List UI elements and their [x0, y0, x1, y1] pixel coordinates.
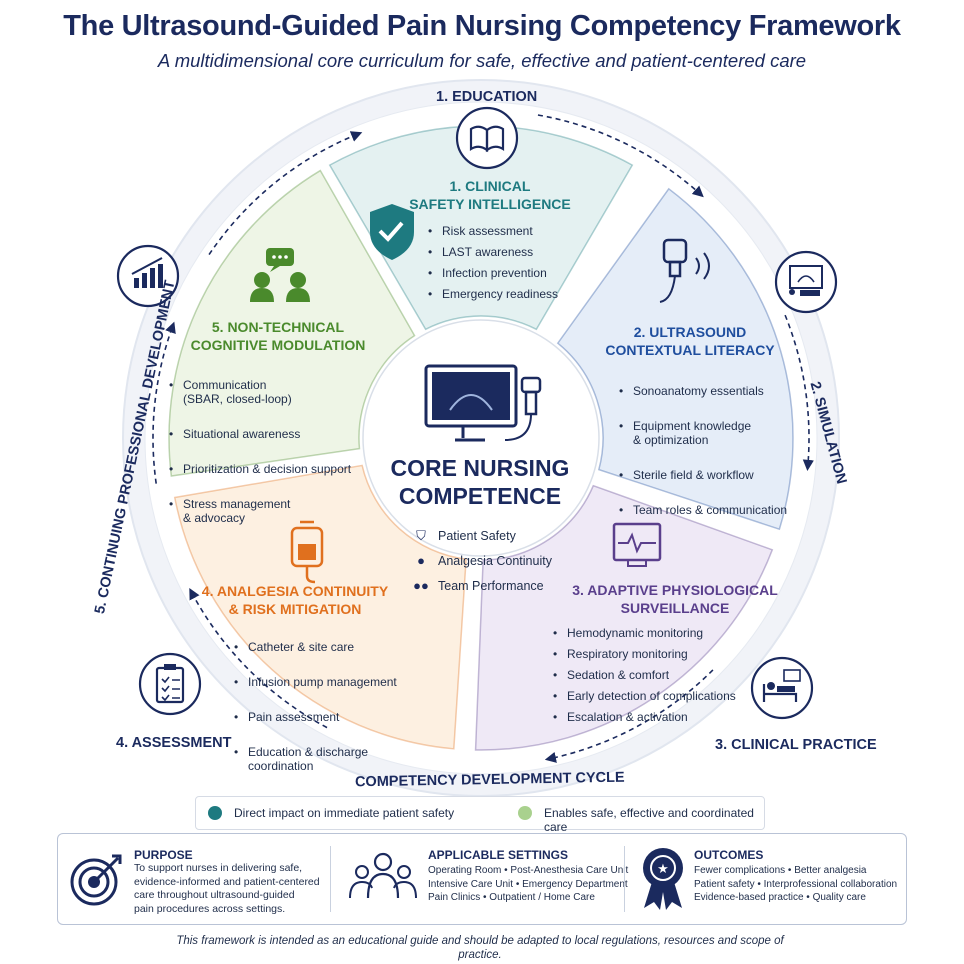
- segment-clinical-safety-list: Risk assessment LAST awareness Infection…: [428, 224, 588, 308]
- page-title: The Ultrasound-Guided Pain Nursing Compe…: [63, 10, 901, 42]
- list-item: Catheter & site care: [234, 640, 424, 654]
- patient-bed-icon: [750, 656, 814, 720]
- core-item-team: ●● Team Performance: [410, 578, 544, 593]
- ultrasound-monitor-icon: [424, 364, 542, 442]
- list-item: Sterile field & workflow: [619, 468, 799, 482]
- cycle-arrow: [208, 131, 363, 256]
- purpose-heading: PURPOSE: [134, 848, 193, 862]
- info-panel: PURPOSE To support nurses in delivering …: [57, 833, 907, 925]
- list-item: Infection prevention: [428, 266, 588, 280]
- person-icon: ●: [417, 553, 425, 568]
- segment-non-technical-title: 5. NON-TECHNICAL COGNITIVE MODULATION: [190, 319, 366, 353]
- core-item-analgesia: ● Analgesia Continuity: [410, 553, 552, 568]
- core-circle: [362, 319, 600, 557]
- list-item: Sonoanatomy essentials: [619, 384, 799, 398]
- vital-monitor-icon: [612, 522, 662, 567]
- settings-heading: APPLICABLE SETTINGS: [428, 848, 569, 862]
- divider: [330, 846, 331, 912]
- segment-non-technical-list: Communication (SBAR, closed-loop) Situat…: [169, 364, 369, 546]
- team-communication-icon: [250, 248, 310, 302]
- shield-icon: ⛉: [416, 528, 426, 543]
- book-icon: [455, 106, 519, 170]
- icons-layer: [116, 106, 838, 720]
- list-item: Sedation & comfort: [553, 668, 753, 682]
- list-item: Team roles & communication: [619, 503, 799, 517]
- list-item: Escalation & activation: [553, 710, 753, 724]
- list-item: Respiratory monitoring: [553, 647, 753, 661]
- purpose-text: To support nurses in delivering safe, ev…: [134, 862, 320, 915]
- segment-analgesia-title: 4. ANALGESIA CONTINUITY & RISK MITIGATIO…: [201, 583, 389, 617]
- award-ribbon-icon: ★: [643, 848, 683, 910]
- core-item-label: Analgesia Continuity: [438, 553, 552, 568]
- list-item: Equipment knowledge & optimization: [619, 419, 799, 447]
- outcomes-heading: OUTCOMES: [694, 848, 764, 862]
- list-item: Infusion pump management: [234, 675, 424, 689]
- list-item: Early detection of complications: [553, 689, 753, 703]
- list-item: Situational awareness: [169, 427, 369, 441]
- clipboard-checklist-icon: [138, 652, 202, 716]
- legend-label-enables: Enables safe, effective and coordinated …: [544, 806, 754, 834]
- list-item: Risk assessment: [428, 224, 588, 238]
- segment-ultrasound-list: Sonoanatomy essentials Equipment knowled…: [619, 370, 799, 538]
- segment-physiological-title: 3. ADAPTIVE PHYSIOLOGICAL SURVEILLANCE: [572, 582, 778, 616]
- segment-clinical-safety-title: 1. CLINICAL SAFETY INTELLIGENCE: [409, 178, 571, 212]
- list-item: LAST awareness: [428, 245, 588, 259]
- segment-analgesia-list: Catheter & site care Infusion pump manag…: [234, 626, 424, 794]
- segment-physiological-list: Hemodynamic monitoring Respiratory monit…: [553, 626, 753, 731]
- legend-label-safety: Direct impact on immediate patient safet…: [234, 806, 455, 820]
- list-item: Hemodynamic monitoring: [553, 626, 753, 640]
- group-icon: ●●: [413, 578, 429, 593]
- core-title: CORE NURSING COMPETENCE: [390, 455, 570, 509]
- cycle-arrow: [537, 114, 704, 198]
- cycle-arrow: [784, 314, 814, 472]
- divider: [624, 846, 625, 912]
- settings-text: Operating Room • Post-Anesthesia Care Un…: [428, 865, 629, 903]
- cycle-stage-clinical-practice: 3. CLINICAL PRACTICE: [715, 737, 877, 753]
- cycle-stage-assessment: 4. ASSESSMENT: [116, 735, 232, 751]
- svg-text:★: ★: [657, 862, 669, 877]
- ultrasound-probe-icon: [659, 238, 710, 303]
- legend: Direct impact on immediate patient safet…: [195, 796, 765, 834]
- team-group-icon: [349, 852, 417, 899]
- list-item: Prioritization & decision support: [169, 462, 369, 476]
- cycle-stage-education: 1. EDUCATION: [436, 89, 538, 105]
- list-item: Stress management & advocacy: [169, 497, 369, 525]
- shield-check-icon: [370, 204, 414, 260]
- core-item-patient-safety: ⛉ Patient Safety: [410, 528, 516, 544]
- footer-note: This framework is intended as an educati…: [176, 935, 784, 961]
- simulation-monitor-icon: [774, 250, 838, 314]
- growth-chart-icon: [116, 244, 180, 308]
- page-subtitle: A multidimensional core curriculum for s…: [157, 50, 807, 71]
- list-item: Pain assessment: [234, 710, 424, 724]
- target-icon: [70, 854, 122, 906]
- outcomes-text: Fewer complications • Better analgesia P…: [694, 865, 898, 903]
- segment-ultrasound-title: 2. ULTRASOUND CONTEXTUAL LITERACY: [605, 324, 775, 358]
- cycle-arrow: [544, 669, 714, 763]
- list-item: Emergency readiness: [428, 287, 588, 301]
- legend-dot-enables: [518, 806, 532, 820]
- list-item: Education & discharge coordination: [234, 745, 424, 773]
- list-item: Communication (SBAR, closed-loop): [169, 378, 369, 406]
- core-item-label: Patient Safety: [438, 529, 516, 543]
- legend-dot-safety: [208, 806, 222, 820]
- core-item-label: Team Performance: [438, 578, 544, 593]
